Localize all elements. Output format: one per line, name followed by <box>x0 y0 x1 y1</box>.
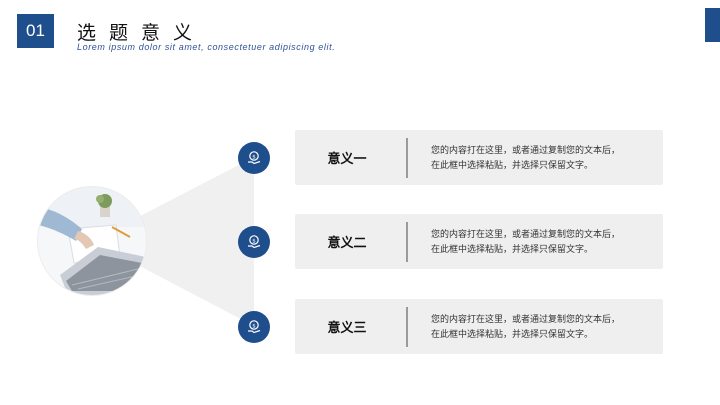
item-3-label: 意义三 <box>327 321 367 336</box>
item-2-card: 意义二 您的内容打在这里，或者通过复制您的文本后， 在此框中选择粘贴，并选择只保… <box>295 214 663 269</box>
money-hand-icon: $ <box>246 150 262 166</box>
item-3-text: 您的内容打在这里，或者通过复制您的文本后， 在此框中选择粘贴，并选择只保留文字。 <box>431 313 659 343</box>
item-3-text-line-1: 您的内容打在这里，或者通过复制您的文本后， <box>431 315 621 325</box>
workspace-photo <box>38 187 146 295</box>
item-2-text-line-2: 在此框中选择粘贴，并选择只保留文字。 <box>431 245 594 255</box>
page-title: 选题意义 <box>77 22 206 44</box>
item-3-card: 意义三 您的内容打在这里，或者通过复制您的文本后， 在此框中选择粘贴，并选择只保… <box>295 299 663 354</box>
item-2-text: 您的内容打在这里，或者通过复制您的文本后， 在此框中选择粘贴，并选择只保留文字。 <box>431 228 659 258</box>
item-1-text: 您的内容打在这里，或者通过复制您的文本后， 在此框中选择粘贴，并选择只保留文字。 <box>431 144 659 174</box>
item-2-marker: $ <box>238 226 270 258</box>
item-1-text-line-1: 您的内容打在这里，或者通过复制您的文本后， <box>431 146 621 156</box>
item-3-text-line-2: 在此框中选择粘贴，并选择只保留文字。 <box>431 330 594 340</box>
item-3-marker: $ <box>238 311 270 343</box>
item-1-card: 意义一 您的内容打在这里，或者通过复制您的文本后， 在此框中选择粘贴，并选择只保… <box>295 130 663 185</box>
corner-accent-bar <box>705 8 720 42</box>
item-2-text-line-1: 您的内容打在这里，或者通过复制您的文本后， <box>431 230 621 240</box>
svg-text:$: $ <box>252 154 256 160</box>
item-3-divider <box>406 307 408 347</box>
item-2-divider <box>406 222 408 262</box>
item-2-label: 意义二 <box>327 236 367 251</box>
item-1-label: 意义一 <box>327 152 367 167</box>
svg-text:$: $ <box>252 323 256 329</box>
page-subtitle: Lorem ipsum dolor sit amet, consectetuer… <box>77 42 336 52</box>
section-number-badge: 01 <box>17 14 54 48</box>
item-1-divider <box>406 138 408 178</box>
money-hand-icon: $ <box>246 234 262 250</box>
item-1-text-line-2: 在此框中选择粘贴，并选择只保留文字。 <box>431 161 594 171</box>
item-1-marker: $ <box>238 142 270 174</box>
money-hand-icon: $ <box>246 319 262 335</box>
svg-text:$: $ <box>252 238 256 244</box>
